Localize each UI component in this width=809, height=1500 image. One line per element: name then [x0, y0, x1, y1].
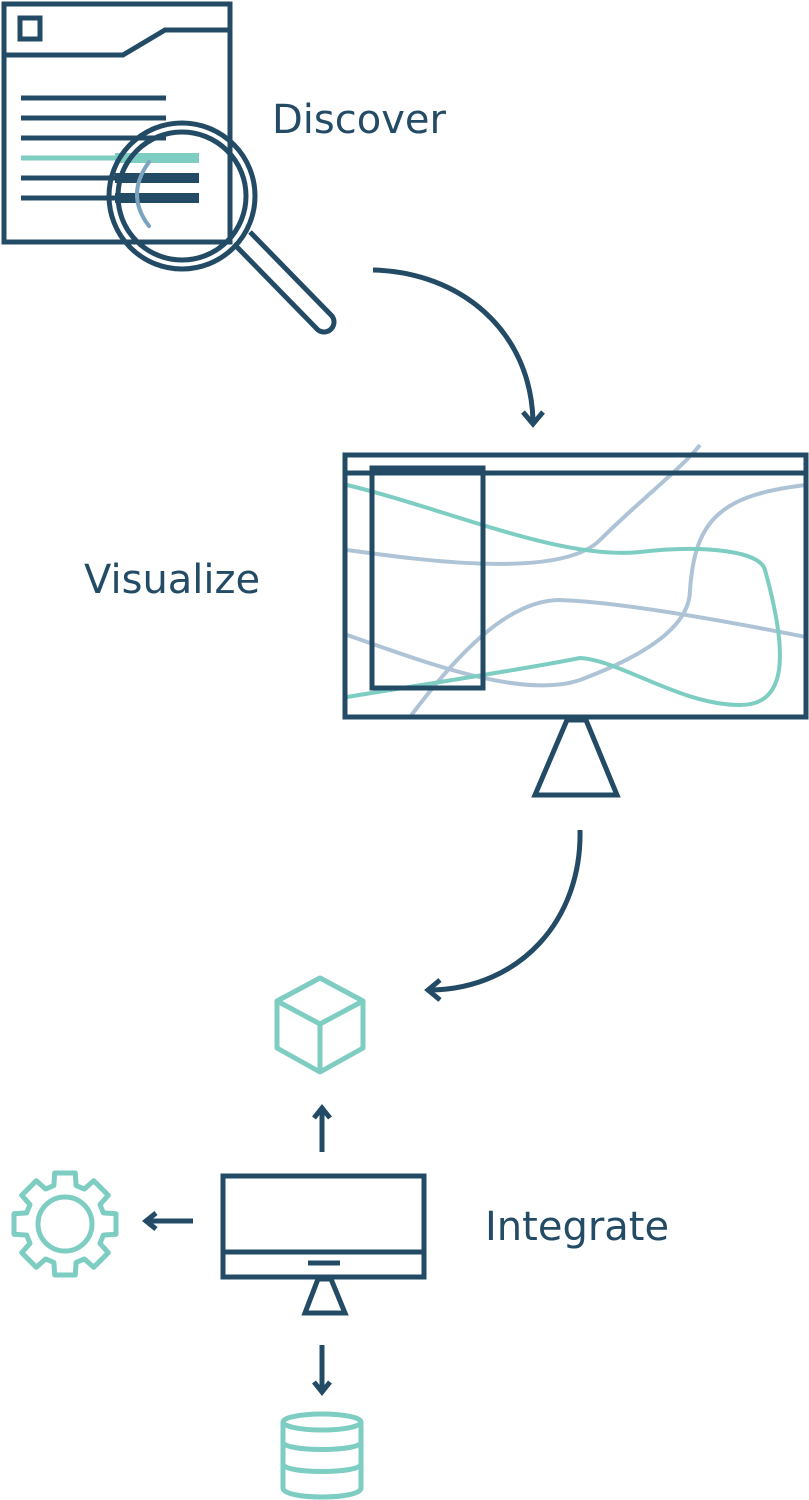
- monitor-integration-icon: [220, 1173, 427, 1316]
- gear-icon: [11, 1170, 119, 1278]
- arrow-visualize-to-integrate: [424, 829, 583, 1002]
- arrow-up-icon: [312, 1103, 332, 1152]
- cube-icon: [274, 975, 366, 1075]
- arrow-left-icon: [141, 1211, 193, 1231]
- step-label-integrate: Integrate: [485, 1204, 669, 1250]
- step-label-discover: Discover: [272, 97, 447, 143]
- database-icon: [280, 1411, 364, 1500]
- document-magnifier-icon: [1, 1, 337, 335]
- arrow-discover-to-visualize: [372, 267, 545, 428]
- monitor-chart-icon: [342, 443, 809, 798]
- step-label-visualize: Visualize: [84, 557, 260, 603]
- arrow-down-icon: [312, 1345, 332, 1397]
